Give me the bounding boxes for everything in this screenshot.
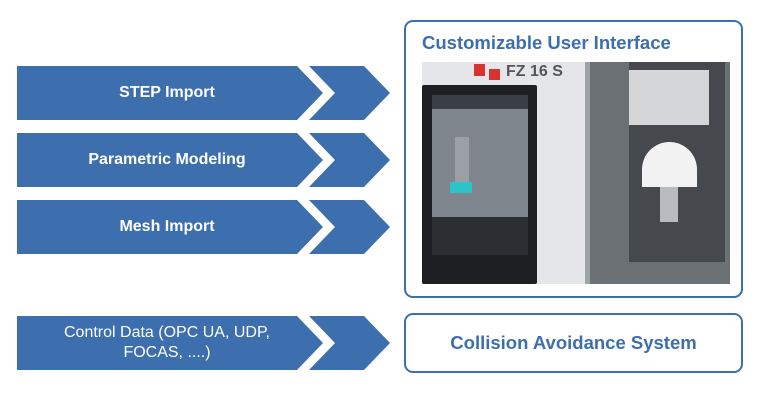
ui-box: Customizable User Interface FZ 16 S: [404, 20, 743, 298]
ui-box-title: Customizable User Interface: [422, 32, 671, 53]
arrow-shape: [17, 66, 390, 120]
arrow-shape: [17, 200, 390, 254]
arrow-shape: [17, 316, 390, 370]
machine-logo: FZ 16 S: [506, 63, 563, 80]
arrow-step-import: STEP Import: [17, 66, 392, 120]
arrow-label: STEP Import: [119, 84, 215, 101]
arrow-mesh-import: Mesh Import: [17, 200, 392, 254]
machine-photo: FZ 16 S: [422, 62, 730, 284]
arrow-control-data: Control Data (OPC UA, UDP, FOCAS, ....): [17, 316, 392, 370]
collision-box-title: Collision Avoidance System: [450, 332, 697, 353]
collision-box: Collision Avoidance System: [404, 313, 743, 373]
arrow-label: Parametric Modeling: [88, 151, 246, 168]
arrow-label: Control Data (OPC UA, UDP, FOCAS, ....): [64, 324, 270, 361]
arrow-label: Mesh Import: [119, 218, 215, 235]
arrow-shape: [17, 133, 390, 187]
arrow-parametric-modeling: Parametric Modeling: [17, 133, 392, 187]
